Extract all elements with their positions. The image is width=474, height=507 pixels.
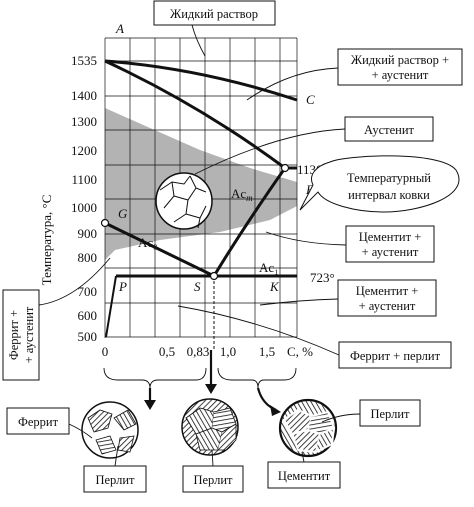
acm-label: Acm [231, 186, 253, 203]
x-axis: 0 0,5 0,83 1,0 1,5 С, % [102, 344, 313, 359]
box-liquid-austenite-line2: + аустенит [372, 68, 429, 82]
box-ferrite-austenite-line2: + аустенит [22, 306, 36, 363]
box-cementite-austenite-2-line1: Цементит + [356, 284, 419, 298]
y-tick-label: 900 [78, 226, 98, 241]
ac3-label: Ac₃ [138, 235, 158, 250]
point-s [209, 271, 219, 281]
point-label-s: S [194, 279, 201, 294]
x-tick-label: 0,5 [159, 344, 175, 359]
micro-labels: Феррит Перлит Перлит Цементит Перлит [6, 399, 421, 493]
concentration-braces [103, 350, 297, 416]
label-ferrite: Феррит [18, 415, 59, 429]
x-tick-label: С, % [287, 344, 313, 359]
box-ferrite-perlite: Феррит + перлит [350, 349, 441, 363]
box-liquid: Жидкий раствор [170, 7, 258, 21]
solidus-line-AE [104, 59, 286, 170]
box-cementite-austenite-2-line2: + аустенит [359, 299, 416, 313]
y-axis-title: Температура, °C [39, 195, 54, 286]
box-forging-line1: Температурный [347, 171, 431, 185]
liquidus-line-AC [104, 59, 298, 102]
point-label-k: K [269, 279, 280, 294]
point-label-g: G [118, 206, 128, 221]
y-tick-label: 600 [78, 308, 98, 323]
microstructure-ferrite-perlite-icon [81, 401, 139, 459]
acm-line-SE [212, 167, 287, 277]
y-tick-label: 1200 [71, 143, 97, 158]
microstructure-perlite-icon [181, 398, 239, 456]
point-label-e: E [305, 182, 314, 197]
box-cementite-austenite-1-line1: Цементит + [359, 230, 422, 244]
point-label-c: C [306, 92, 315, 107]
x-tick-label: 0,83 [187, 344, 210, 359]
x-tick-label: 1,5 [259, 344, 275, 359]
label-cementite: Цементит [278, 469, 331, 483]
y-tick-label: 1535 [71, 53, 97, 68]
y-tick-label: 1400 [71, 88, 97, 103]
y-tick-label: 1300 [71, 114, 97, 129]
box-liquid-austenite-line1: Жидкий раствор + [351, 53, 449, 67]
point-labels: A C G E P S K [115, 21, 315, 294]
y-tick-label: 1000 [71, 200, 97, 215]
box-austenite: Аустенит [364, 123, 415, 137]
label-perlite-right: Перлит [370, 407, 410, 421]
y-tick-label: 500 [78, 329, 98, 344]
box-forging-line2: интервал ковки [348, 188, 430, 202]
ac1-label: Ac₁ [259, 260, 279, 275]
y-tick-label: 800 [78, 250, 98, 265]
y-tick-label: 1100 [71, 172, 97, 187]
point-g [100, 218, 110, 228]
x-tick-label: 0 [102, 344, 109, 359]
box-ferrite-austenite-line1: Феррит + [7, 310, 21, 360]
x-tick-label: 1,0 [220, 344, 236, 359]
label-perlite-mid: Перлит [193, 473, 233, 487]
temp-723-label: 723° [310, 270, 335, 285]
label-boxes: Жидкий раствор Жидкий раствор + + аустен… [2, 0, 463, 381]
y-tick-label: 700 [78, 284, 98, 299]
label-perlite-left: Перлит [95, 473, 135, 487]
microstructure-perlite-cementite-icon [278, 398, 338, 458]
point-label-p: P [118, 279, 127, 294]
solvus-PQ [105, 275, 117, 338]
box-cementite-austenite-1-line2: + аустенит [362, 245, 419, 259]
point-label-a: A [115, 21, 124, 36]
ac3-line-GS [104, 221, 215, 278]
austenite-grain-icon [155, 172, 213, 230]
point-e [280, 163, 290, 173]
y-axis: 1535 1400 1300 1200 1100 1000 900 800 70… [39, 53, 97, 344]
